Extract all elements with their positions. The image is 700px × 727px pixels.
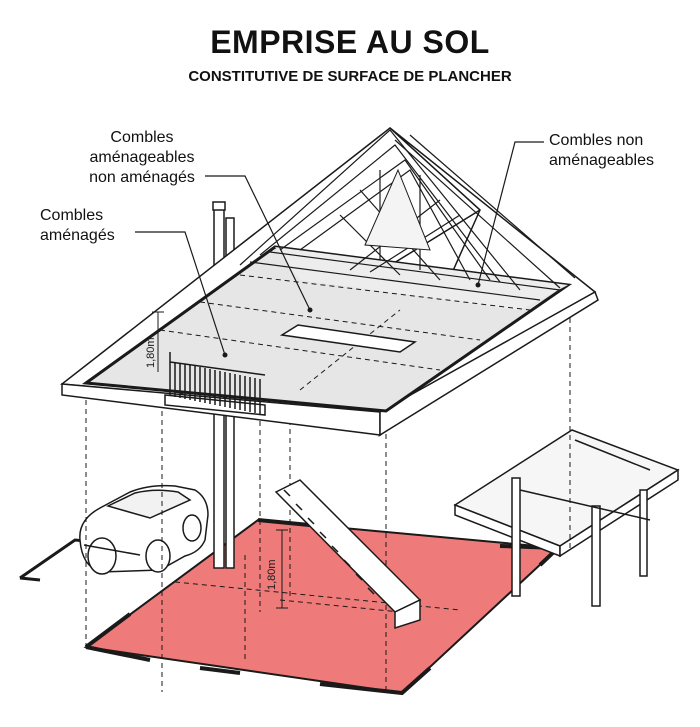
leader-combles-non-amenageables	[477, 141, 544, 286]
label-line-2: aménageables	[549, 152, 654, 169]
leader-combles-amenages	[135, 231, 226, 356]
label-line-1: Combles	[110, 129, 174, 146]
balcony-railing	[164, 352, 266, 416]
label-combles-amenageables-non-amenages: Combles aménageables non aménagés	[82, 128, 202, 188]
projection-lines	[85, 300, 571, 693]
truss-highlight	[364, 168, 431, 251]
leader-lines	[135, 141, 544, 356]
attic-stair-opening	[279, 324, 418, 353]
label-line-2: aménagés	[40, 227, 115, 244]
carport	[453, 429, 680, 607]
attic-partitions	[159, 274, 531, 391]
attic-dimension: 1,80m	[145, 311, 164, 372]
label-combles-non-amenageables: Combles non aménageables	[549, 131, 669, 171]
leader-dots	[222, 282, 481, 358]
roof-trusses	[239, 129, 576, 301]
staircase	[274, 479, 422, 630]
stair-dimension: 1,80m	[266, 529, 288, 609]
diagram-title: EMPRISE AU SOL	[210, 24, 490, 60]
car	[79, 484, 209, 575]
label-line-2: aménageables	[89, 149, 195, 166]
attic-dimension-label: 1,80m	[145, 337, 157, 368]
label-line-1: Combles	[40, 207, 104, 224]
leader-combles-amenageables	[205, 175, 311, 311]
stair-dimension-label: 1,80m	[266, 559, 278, 590]
diagram-subtitle: CONSTITUTIVE DE SURFACE DE PLANCHER	[188, 68, 512, 85]
label-line-3: non aménagés	[89, 169, 195, 186]
label-combles-amenages: Combles aménagés	[40, 206, 120, 246]
label-line-1: Combles non	[549, 132, 644, 149]
